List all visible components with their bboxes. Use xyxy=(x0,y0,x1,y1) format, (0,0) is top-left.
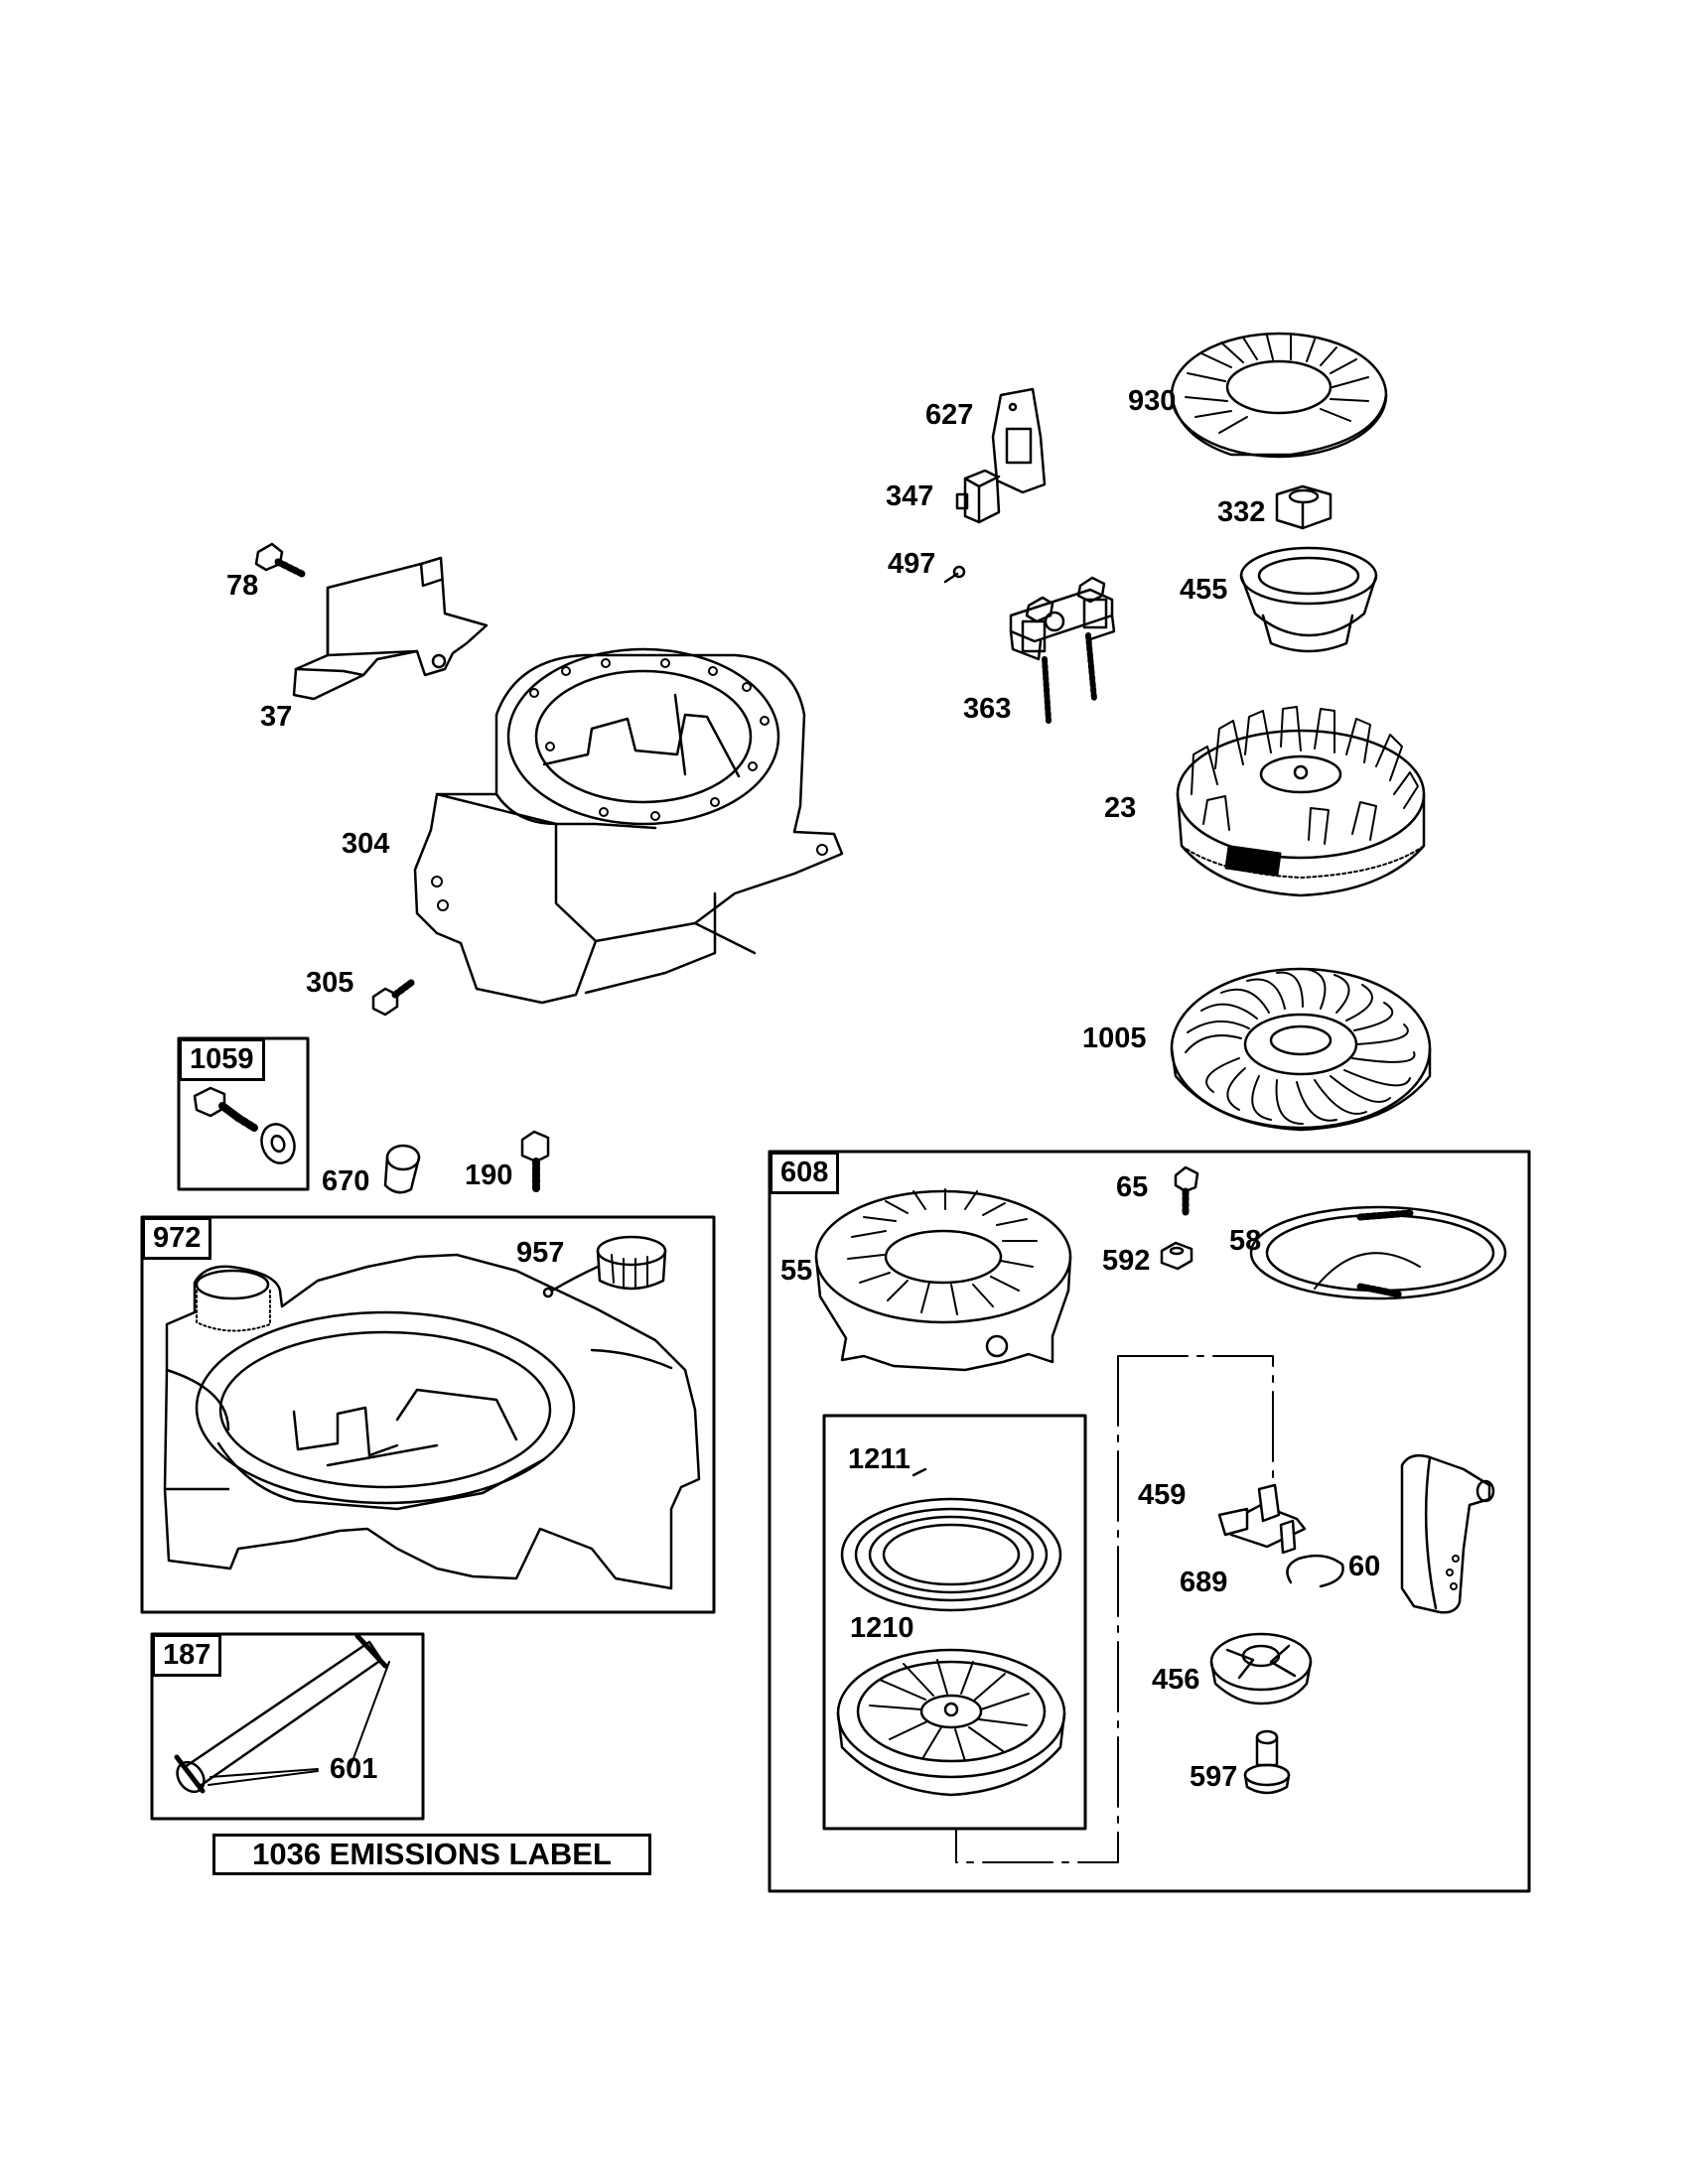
label-part-957: 957 xyxy=(516,1237,565,1269)
part-930-screen xyxy=(1172,334,1386,457)
label-part-670: 670 xyxy=(322,1165,370,1197)
label-part-363: 363 xyxy=(963,693,1012,725)
emissions-label-box: 1036 EMISSIONS LABEL xyxy=(212,1834,651,1875)
label-part-930: 930 xyxy=(1128,385,1177,417)
kit-972-box xyxy=(142,1217,714,1612)
connector-lines xyxy=(956,1356,1273,1862)
part-592-nut xyxy=(1162,1243,1192,1269)
part-37-shield xyxy=(294,558,487,699)
kit-label-972: 972 xyxy=(142,1217,212,1260)
emissions-label-text: 1036 EMISSIONS LABEL xyxy=(252,1837,612,1871)
label-part-304: 304 xyxy=(342,828,390,860)
part-459-pawl xyxy=(1219,1485,1305,1553)
part-305-bolt xyxy=(373,983,411,1015)
part-1059-bolt-washer xyxy=(195,1088,300,1167)
starter-pulley-box xyxy=(824,1416,1085,1829)
kit-label-187: 187 xyxy=(152,1634,222,1677)
kit-label-608: 608 xyxy=(770,1152,840,1194)
part-58-rope xyxy=(1251,1207,1505,1298)
label-part-1005: 1005 xyxy=(1082,1023,1147,1054)
part-304-housing xyxy=(415,649,842,1003)
label-part-190: 190 xyxy=(465,1160,513,1191)
part-670-spacer xyxy=(385,1146,419,1192)
part-689-clip xyxy=(1287,1556,1342,1586)
part-78-bolt xyxy=(256,544,302,574)
part-1005-fan xyxy=(1172,969,1430,1130)
label-part-60: 60 xyxy=(1348,1551,1381,1582)
part-597-retainer xyxy=(1245,1731,1289,1793)
kit-608-box xyxy=(770,1152,1529,1891)
label-part-37: 37 xyxy=(260,701,293,733)
label-part-347: 347 xyxy=(886,480,934,512)
label-part-459: 459 xyxy=(1138,1479,1187,1511)
label-part-627: 627 xyxy=(925,399,974,431)
part-1210-pulley xyxy=(838,1650,1064,1795)
label-part-1210: 1210 xyxy=(850,1612,914,1644)
label-part-78: 78 xyxy=(226,570,259,602)
part-1211-spring xyxy=(842,1469,1060,1610)
label-part-1211: 1211 xyxy=(848,1443,911,1475)
part-187-fuel-line xyxy=(172,1636,389,1797)
part-347-block xyxy=(957,471,999,522)
part-627-plate xyxy=(993,389,1045,492)
part-455-cup xyxy=(1241,548,1376,651)
part-497-screw xyxy=(945,567,964,582)
part-363-bracket xyxy=(1011,578,1114,721)
label-part-592: 592 xyxy=(1102,1245,1151,1277)
part-190-stud xyxy=(522,1132,548,1191)
part-332-nut xyxy=(1277,486,1331,528)
label-part-456: 456 xyxy=(1152,1664,1200,1696)
label-part-497: 497 xyxy=(888,548,936,580)
label-part-455: 455 xyxy=(1180,574,1228,606)
label-part-23: 23 xyxy=(1104,792,1137,824)
part-60-handle xyxy=(1402,1455,1493,1612)
label-part-332: 332 xyxy=(1217,496,1266,528)
label-part-601: 601 xyxy=(330,1753,378,1785)
kit-187-box xyxy=(152,1634,423,1819)
label-part-55: 55 xyxy=(780,1255,813,1287)
kit-label-1059: 1059 xyxy=(179,1038,265,1081)
part-972-fuel-tank xyxy=(165,1255,699,1588)
part-55-starter-housing xyxy=(816,1189,1070,1370)
label-part-58: 58 xyxy=(1229,1225,1262,1257)
label-part-689: 689 xyxy=(1180,1567,1228,1598)
part-456-ratchet xyxy=(1211,1634,1311,1704)
label-part-597: 597 xyxy=(1190,1761,1238,1793)
label-part-65: 65 xyxy=(1116,1171,1149,1203)
part-65-bolt xyxy=(1176,1167,1197,1215)
part-957-fuel-cap xyxy=(544,1237,665,1297)
part-23-flywheel xyxy=(1178,707,1424,895)
label-part-305: 305 xyxy=(306,967,354,999)
